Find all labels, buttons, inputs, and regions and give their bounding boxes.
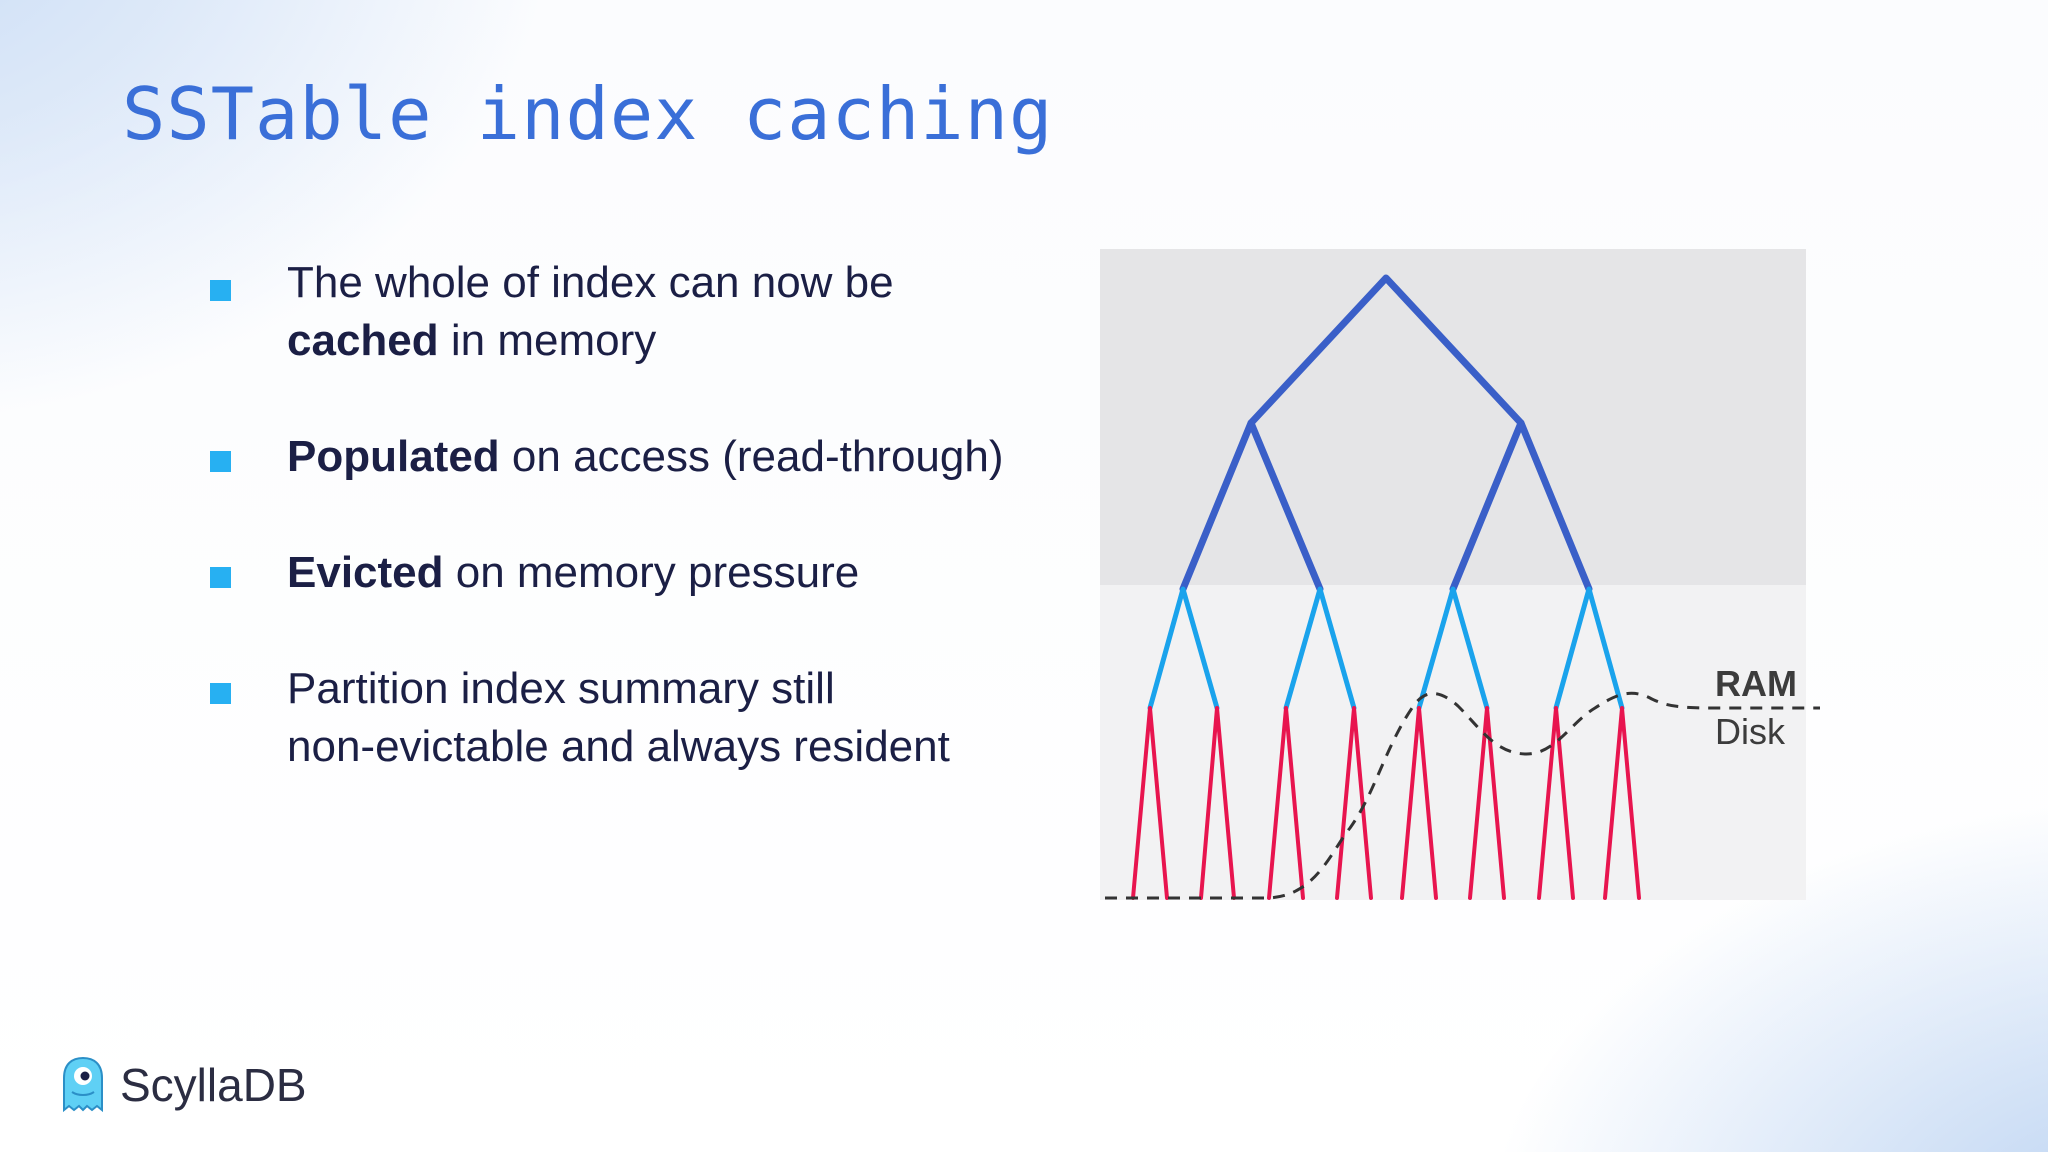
bullet-marker-icon [210, 567, 231, 588]
bullet-line: Populated on access (read-through) [287, 428, 1004, 486]
leaf-entry [1267, 706, 1305, 900]
bullet-text: Partition index summary still non-evicta… [287, 660, 950, 776]
bullet-marker-icon [210, 280, 231, 301]
bullet-text-run: on memory pressure [443, 548, 860, 597]
bullet-line: cached in memory [287, 312, 894, 370]
bullet-bold-run: Populated [287, 432, 500, 481]
leaf-entry [1603, 706, 1641, 900]
bullet-marker-icon [210, 451, 231, 472]
bullet-line: Evicted on memory pressure [287, 544, 859, 602]
disk-label: Disk [1715, 711, 1786, 752]
bullet-text: Populated on access (read-through) [287, 428, 1004, 486]
slide-title: SSTable index caching [122, 72, 1054, 156]
ram-disk-boundary [1105, 691, 1820, 900]
brand-name: ScyllaDB [120, 1059, 307, 1111]
bullet-text: Evicted on memory pressure [287, 544, 859, 602]
summary-tree-root-branch [1247, 274, 1525, 427]
index-tree [1147, 586, 1625, 711]
leaf-entry [1335, 706, 1373, 900]
summary-tree-right-branch [1449, 419, 1593, 593]
bullet-list: The whole of index can now be cached in … [0, 0, 1050, 800]
leaf-entry [1537, 706, 1575, 900]
summary-region [1100, 249, 1806, 585]
index-branch [1553, 586, 1625, 711]
index-branch [1283, 586, 1357, 711]
bullet-bold-run: Evicted [287, 548, 444, 597]
ram-label: RAM [1715, 663, 1797, 704]
leaf-entry [1131, 706, 1169, 900]
bullet-text-run: The whole of index can now be [287, 258, 894, 307]
index-branch [1147, 586, 1220, 711]
leaf-entry [1199, 706, 1236, 900]
leaf-entry [1400, 706, 1438, 900]
brand-logo: ScyllaDB [58, 1054, 318, 1120]
summary-tree [1179, 274, 1593, 593]
bullet-text-run: in memory [438, 316, 657, 365]
bullet-line: non-evictable and always resident [287, 718, 950, 776]
bullet-text-run: Partition index summary still [287, 664, 835, 713]
index-region [1100, 585, 1806, 900]
bullet-marker-icon [210, 683, 231, 704]
index-branch [1416, 586, 1490, 711]
bullet-bold-run: cached [287, 316, 439, 365]
bullet-text-run: non-evictable and always resident [287, 722, 950, 771]
bullet-line: The whole of index can now be [287, 254, 894, 312]
bullet-line: Partition index summary still [287, 660, 950, 718]
summary-tree-left-branch [1179, 419, 1324, 593]
index-tree-diagram: RAM Disk [1100, 249, 1820, 900]
scylla-monster-logo-icon [63, 1056, 103, 1113]
leaf-entries [1131, 706, 1641, 900]
bullet-text: The whole of index can now be cached in … [287, 254, 894, 370]
leaf-entry [1468, 706, 1506, 900]
bullet-text-run: on access (read-through) [499, 432, 1004, 481]
